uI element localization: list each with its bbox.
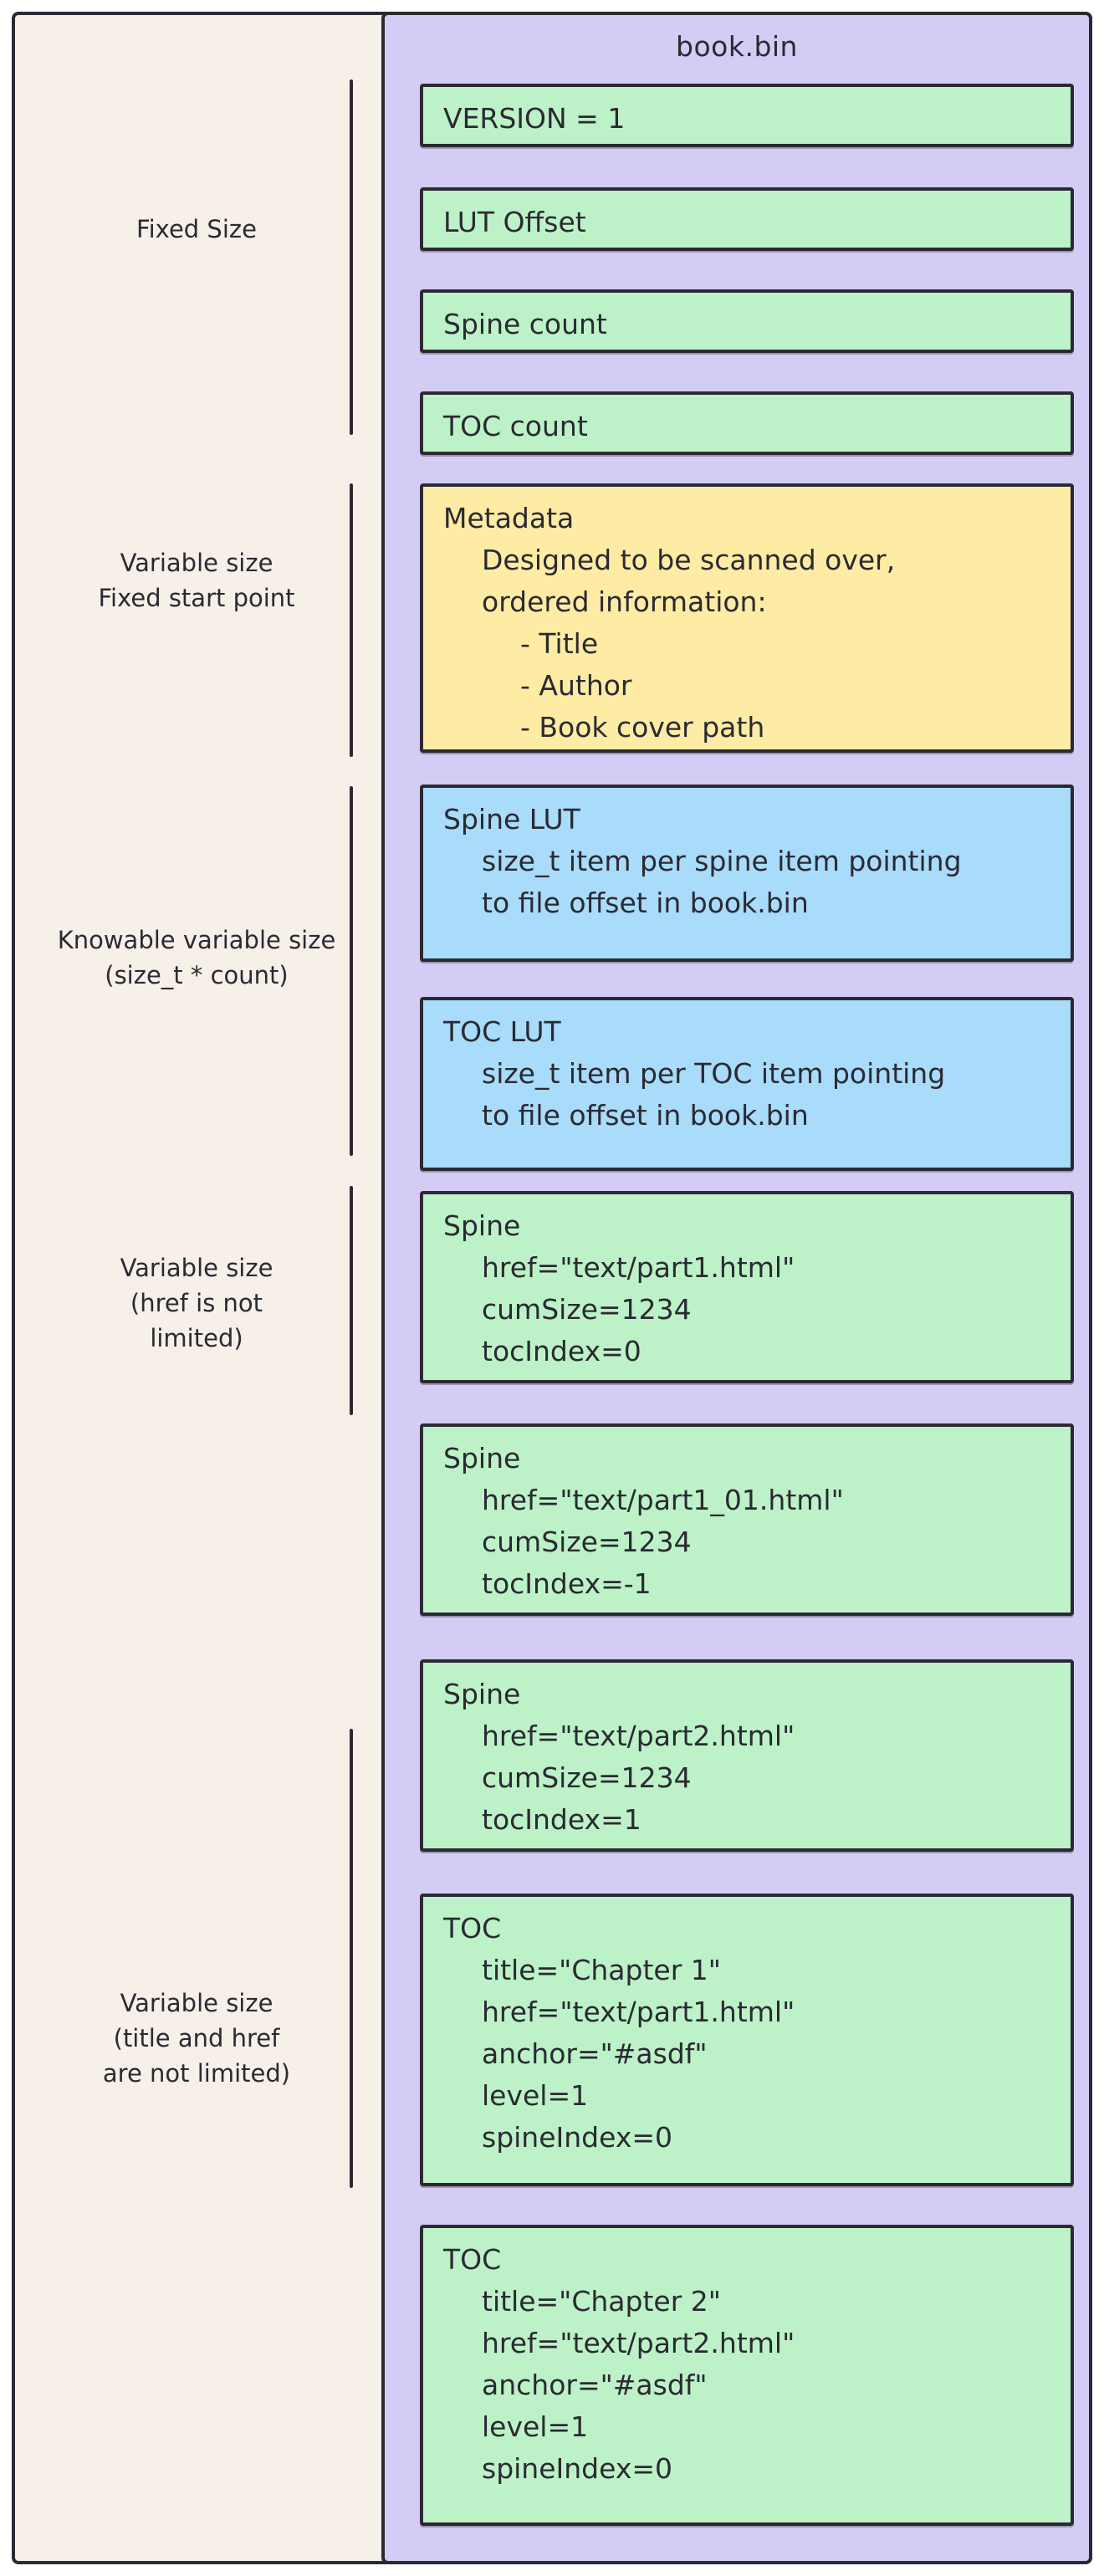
box-text-line: size_t item per TOC item pointing	[482, 1057, 946, 1090]
box-text-line: href="text/part1.html"	[482, 1251, 795, 1284]
box-text-line: Designed to be scanned over,	[482, 544, 896, 576]
label-line: (href is not	[130, 1289, 263, 1317]
section-label-variable-fixed-start: Variable size Fixed start point	[46, 545, 347, 616]
box-text-line: Spine count	[443, 308, 607, 340]
box-text-line: tocIndex=-1	[482, 1567, 652, 1600]
box-text-line: tocIndex=1	[482, 1803, 641, 1836]
label-line: are not limited)	[102, 2059, 291, 2088]
box-text-line: Spine LUT	[443, 803, 580, 836]
file-name-title: book.bin	[676, 30, 798, 63]
box-text-line: VERSION = 1	[443, 102, 626, 135]
section-bracket-title-href-not-limited	[350, 1729, 353, 2188]
box-text-line: href="text/part2.html"	[482, 1720, 795, 1752]
box-text-line: ordered information:	[482, 585, 767, 618]
box-text-line: Spine	[443, 1209, 521, 1242]
label-line: limited)	[150, 1324, 243, 1352]
label-line: Fixed Size	[136, 215, 257, 243]
section-label-knowable-variable: Knowable variable size (size_t * count)	[46, 923, 347, 993]
box-text-line: title="Chapter 2"	[482, 2285, 721, 2318]
label-line: (size_t * count)	[105, 961, 289, 989]
section-bracket-href-not-limited	[350, 1186, 353, 1415]
box-text-line: Spine	[443, 1678, 521, 1710]
box-text-line: TOC LUT	[443, 1015, 561, 1048]
label-line: (title and href	[113, 2024, 280, 2052]
section-bracket-fixed-size	[350, 79, 353, 435]
spine-lut-box: Spine LUT size_t item per spine item poi…	[420, 785, 1074, 962]
label-line: Variable size	[120, 1254, 273, 1282]
box-text-line: title="Chapter 1"	[482, 1954, 721, 1986]
box-text-line: spineIndex=0	[482, 2121, 673, 2154]
lut-offset-box: LUT Offset	[420, 187, 1074, 251]
box-text-line: href="text/part1.html"	[482, 1996, 795, 2028]
spine-box-3: Spine href="text/part2.html" cumSize=123…	[420, 1659, 1074, 1852]
spine-box-1: Spine href="text/part1.html" cumSize=123…	[420, 1191, 1074, 1383]
toc-box-1: TOC title="Chapter 1" href="text/part1.h…	[420, 1894, 1074, 2186]
box-text-line: href="text/part2.html"	[482, 2327, 795, 2359]
label-line: Knowable variable size	[57, 926, 336, 954]
toc-box-2: TOC title="Chapter 2" href="text/part2.h…	[420, 2225, 1074, 2526]
box-text-line: level=1	[482, 2079, 589, 2112]
box-text-line: to file offset in book.bin	[482, 887, 809, 919]
box-text-line: href="text/part1_01.html"	[482, 1484, 844, 1516]
box-text-line: anchor="#asdf"	[482, 2037, 708, 2070]
label-line: Variable size	[120, 549, 273, 577]
label-line: Variable size	[120, 1989, 273, 2017]
version-box: VERSION = 1	[420, 84, 1074, 147]
section-bracket-knowable-variable	[350, 786, 353, 1156]
label-line: Fixed start point	[98, 584, 295, 612]
section-bracket-variable-fixed-start	[350, 483, 353, 757]
box-text-line: TOC	[443, 2243, 502, 2276]
section-label-fixed-size: Fixed Size	[46, 212, 347, 247]
box-text-line: cumSize=1234	[482, 1293, 692, 1326]
section-label-href-not-limited: Variable size (href is not limited)	[46, 1250, 347, 1356]
toc-lut-box: TOC LUT size_t item per TOC item pointin…	[420, 997, 1074, 1171]
box-text-line: LUT Offset	[443, 206, 586, 238]
box-text-line: tocIndex=0	[482, 1335, 641, 1367]
box-text-line: size_t item per spine item pointing	[482, 845, 962, 877]
box-text-line: - Title	[520, 627, 599, 660]
box-text-line: level=1	[482, 2410, 589, 2443]
toc-count-box: TOC count	[420, 391, 1074, 455]
box-text-line: TOC	[443, 1912, 502, 1945]
box-text-line: - Author	[520, 669, 632, 702]
box-text-line: anchor="#asdf"	[482, 2369, 708, 2401]
section-label-title-href-not-limited: Variable size (title and href are not li…	[46, 1986, 347, 2091]
box-text-line: cumSize=1234	[482, 1526, 692, 1558]
box-text-line: TOC count	[443, 410, 588, 442]
box-text-line: Metadata	[443, 502, 575, 534]
spine-box-2: Spine href="text/part1_01.html" cumSize=…	[420, 1423, 1074, 1616]
box-text-line: to file offset in book.bin	[482, 1099, 809, 1132]
spine-count-box: Spine count	[420, 289, 1074, 353]
box-text-line: cumSize=1234	[482, 1761, 692, 1794]
box-text-line: Spine	[443, 1442, 521, 1475]
box-text-line: spineIndex=0	[482, 2452, 673, 2485]
box-text-line: - Book cover path	[520, 711, 765, 744]
metadata-box: Metadata Designed to be scanned over, or…	[420, 483, 1074, 753]
